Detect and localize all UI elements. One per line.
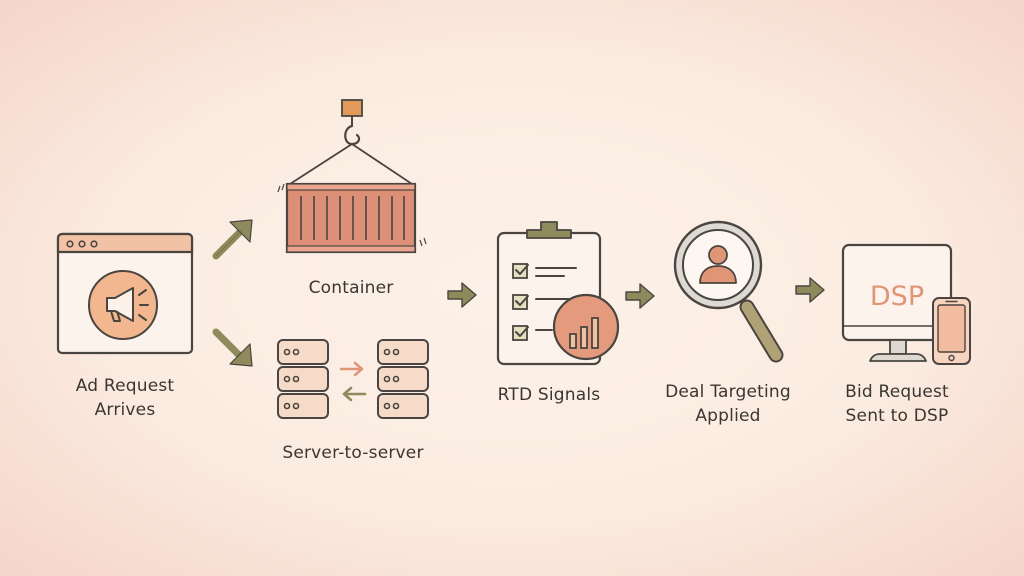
server-stack-left [277, 339, 329, 419]
rtd-signals-label-text: RTD Signals [497, 385, 601, 405]
deal-targeting-label: Deal Targeting Applied [648, 380, 808, 428]
clipboard-chart-icon [496, 221, 620, 366]
shipping-container-crane-icon [277, 99, 427, 254]
ad-request-label-line2: Arrives [94, 400, 156, 420]
ad-request-label: Ad Request Arrives [55, 374, 195, 422]
bid-request-label: Bid Request Sent to DSP [827, 380, 967, 428]
arrow-to-deal-targeting [625, 283, 655, 309]
phone-icon [932, 297, 971, 365]
bid-request-label-line2: Sent to DSP [845, 406, 949, 426]
magnifier-person-icon [673, 220, 784, 363]
dsp-screen-text: DSP [870, 281, 924, 312]
server-stack-right [377, 339, 429, 419]
bid-request-label-line1: Bid Request [845, 382, 949, 402]
rtd-signals-label: RTD Signals [479, 383, 619, 407]
arrow-to-server-to-server [212, 328, 253, 367]
servers-exchange-icon [277, 339, 429, 419]
monitor-phone-icon: DSP [841, 243, 971, 365]
exchange-arrows [339, 361, 367, 402]
container-label: Container [281, 276, 421, 300]
server-to-server-label-text: Server-to-server [282, 443, 424, 463]
deal-targeting-label-line2: Applied [695, 406, 761, 426]
arrow-to-rtd-signals [447, 282, 477, 308]
browser-megaphone-icon [56, 232, 194, 355]
deal-targeting-label-line1: Deal Targeting [665, 382, 791, 402]
ad-request-label-line1: Ad Request [75, 376, 175, 396]
server-to-server-label: Server-to-server [268, 441, 438, 465]
arrow-to-bid-request [795, 277, 825, 303]
container-label-text: Container [308, 278, 394, 298]
arrow-to-container [212, 219, 253, 260]
